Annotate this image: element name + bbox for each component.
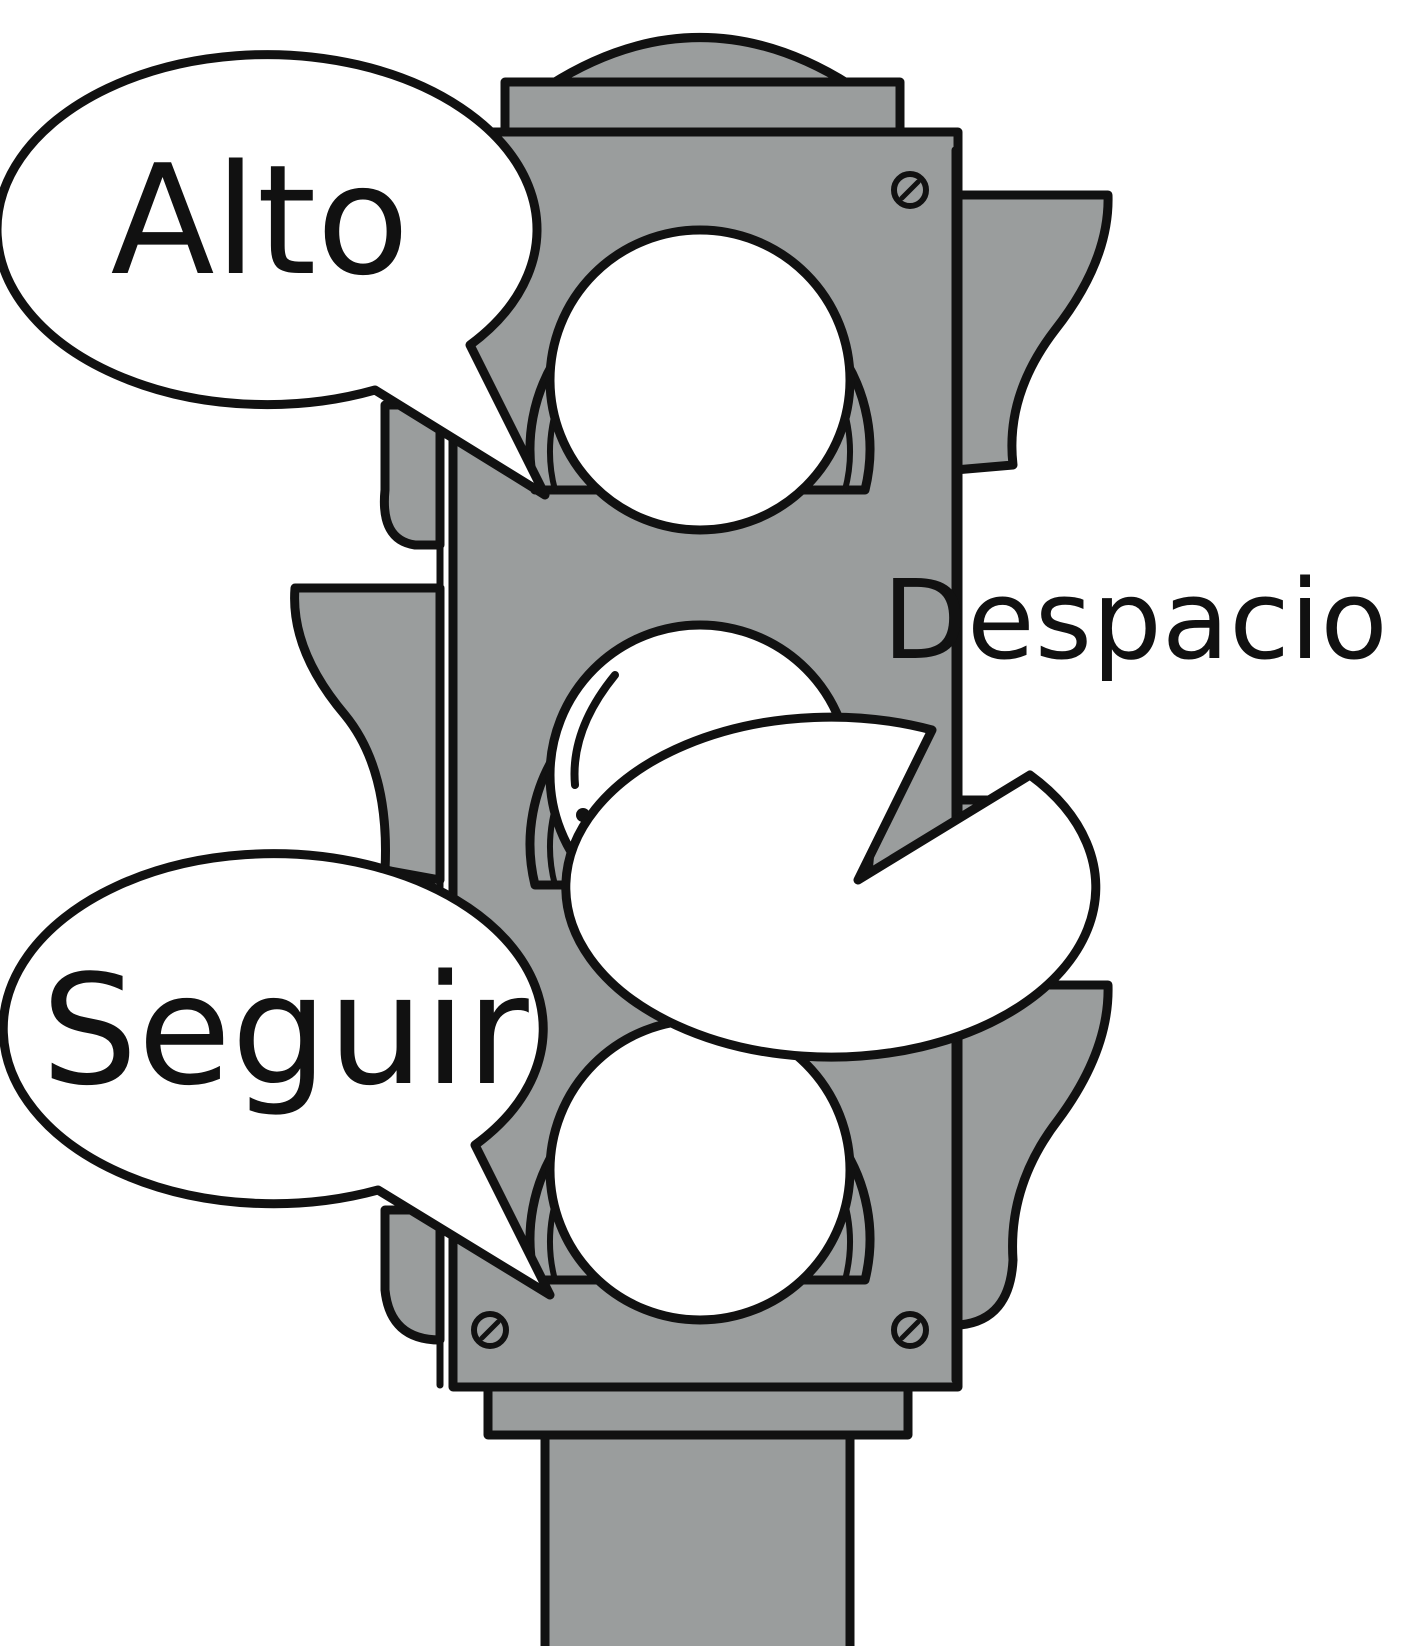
label-top: Alto bbox=[111, 132, 410, 309]
lamp-top bbox=[525, 225, 875, 535]
label-bottom: Seguir bbox=[41, 942, 529, 1119]
visor-left-top bbox=[379, 400, 445, 550]
visor-right-top bbox=[950, 190, 1113, 475]
screw-bottom-right bbox=[891, 1311, 929, 1349]
pole-collar bbox=[483, 1380, 913, 1440]
visor-left-middle bbox=[290, 583, 445, 885]
screw-bottom-left bbox=[471, 1311, 509, 1349]
speech-bubble-bottom bbox=[0, 849, 555, 1300]
pole bbox=[540, 1425, 855, 1646]
visor-right-bottom bbox=[950, 980, 1113, 1330]
visor-left-bottom bbox=[380, 1205, 445, 1345]
lamp-bottom bbox=[525, 1015, 875, 1325]
top-cap bbox=[545, 33, 855, 90]
speech-bubble-top bbox=[0, 50, 550, 500]
label-middle: Despacio bbox=[882, 556, 1387, 684]
speech-bubble-middle bbox=[561, 712, 1101, 1062]
screw-top-right bbox=[891, 171, 929, 209]
